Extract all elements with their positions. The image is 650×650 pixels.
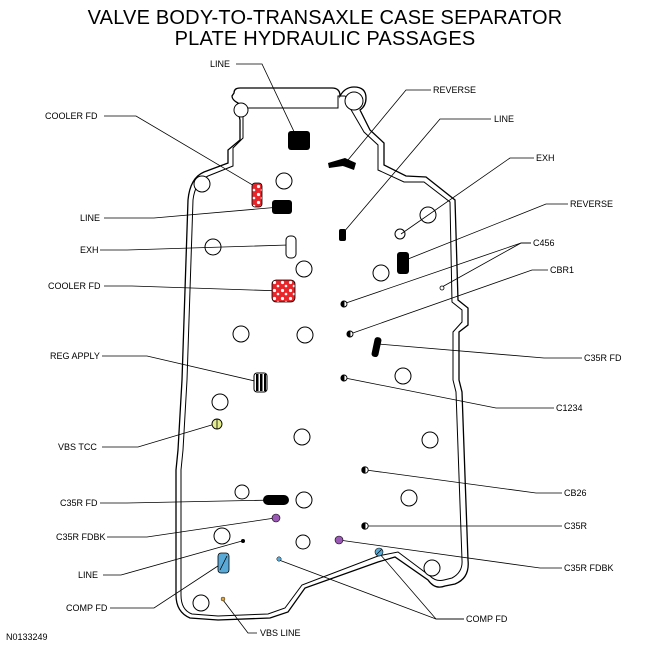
label-reverse-right: REVERSE [570,199,613,209]
reverse-right-passage [397,252,409,274]
label-reverse-top: REVERSE [433,85,476,95]
label-comp-fd-right: COMP FD [466,614,508,624]
plate-outline [175,86,469,621]
c35r-fd-right-passage [371,337,382,358]
reg-apply-stripes [256,374,266,391]
label-line-right: LINE [494,114,514,124]
passage-markers [211,131,445,602]
diagram-title-line2: PLATE HYDRAULIC PASSAGES [174,28,476,50]
comp-fd-center-passage [276,556,282,562]
label-c456: C456 [533,238,555,248]
leader-lines [100,63,582,634]
label-c35r: C35R [564,521,588,531]
cbr1-passage [439,285,445,291]
figure-id: N0133249 [6,632,48,642]
reverse-top-passage [328,158,356,170]
label-c35r-fdbk-right: C35R FDBK [564,563,614,573]
diagram-title-line1: VALVE BODY-TO-TRANSAXLE CASE SEPARATOR [87,7,563,29]
c35r-fdbk-left-passage [271,513,281,523]
vbs-line-passage [220,596,226,602]
line-bottom-passage [241,539,245,543]
exh-left-passage [285,235,297,259]
half-filled-ports [340,300,369,530]
label-c35r-fd-left: C35R FD [60,498,98,508]
label-c35r-fd-right: C35R FD [584,353,622,363]
plate-holes [192,91,441,612]
plate-inner-line [180,95,463,617]
label-comp-fd-left: COMP FD [66,603,108,613]
cooler-fd-top-passage [251,182,263,208]
line-left-passage [272,200,292,214]
label-cooler-fd-left: COOLER FD [48,281,101,291]
c35r-fd-left-passage [263,495,289,505]
label-cbr1: CBR1 [550,265,574,275]
cooler-fd-left-passage [271,279,296,303]
line-right-passage [339,229,346,241]
callout-labels: LINE REVERSE LINE EXH REVERSE C456 CBR1 … [6,59,622,642]
label-vbs-line: VBS LINE [260,628,301,638]
label-cb26: CB26 [564,488,587,498]
label-vbs-tcc: VBS TCC [58,442,97,452]
label-c1234: C1234 [556,403,583,413]
label-reg-apply: REG APPLY [50,351,100,361]
label-exh-right: EXH [536,153,555,163]
label-cooler-fd-top: COOLER FD [45,111,98,121]
c35r-fdbk-right-passage [334,535,344,545]
label-c35r-fdbk-left: C35R FDBK [56,532,106,542]
label-line-left: LINE [80,213,100,223]
label-exh-left: EXH [80,245,99,255]
label-line-bottom: LINE [78,570,98,580]
line-top-passage [288,131,310,150]
label-line-top: LINE [210,59,230,69]
